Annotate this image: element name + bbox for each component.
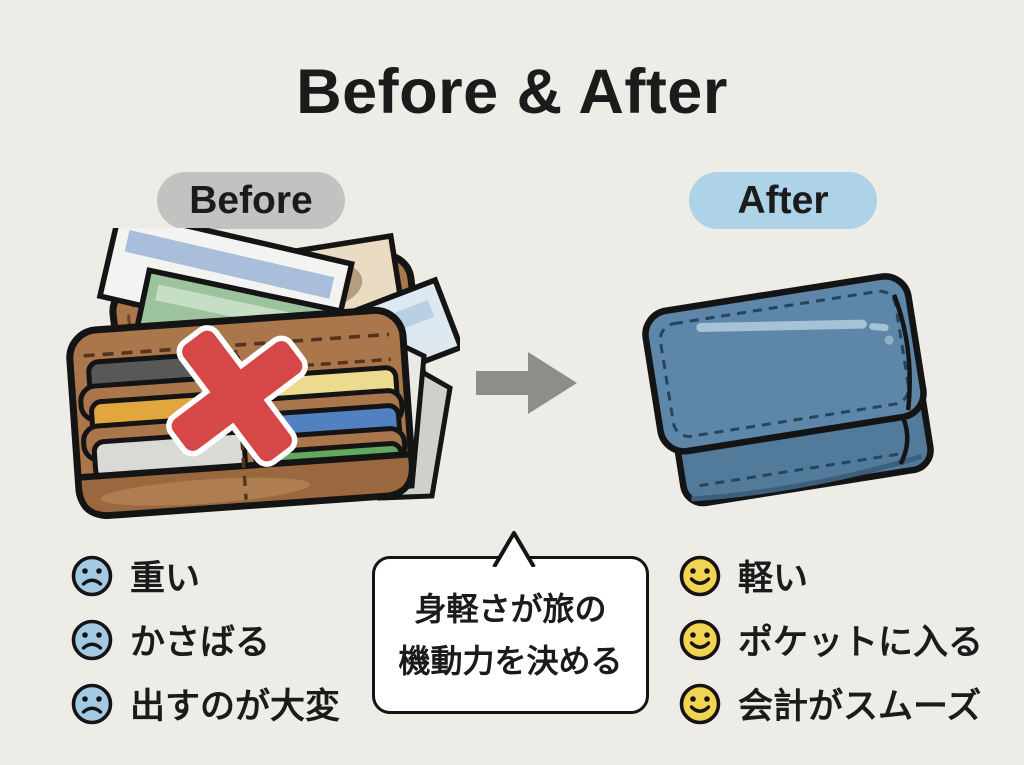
after-pros-list: 軽い ポケットに入る 会計がスムーズ [678,550,983,729]
sad-face-icon [71,683,113,724]
happy-face-icon [679,619,721,660]
list-item: かさばる [70,614,340,665]
before-cons-list: 重い かさばる 出すのが大変 [70,550,340,729]
speech-bubble-text: 身軽さが旅の 機動力を決める [375,559,646,711]
happy-face-icon [679,555,721,596]
before-wallet-illustration [50,207,465,523]
list-item: 出すのが大変 [70,678,340,729]
happy-face-icon [679,683,721,724]
bubble-line-2: 機動力を決める [398,642,623,679]
right-arrow-icon [476,352,577,414]
before-label: Before [189,178,313,222]
list-item: 会計がスムーズ [678,678,983,729]
pro-label: 会計がスムーズ [738,687,982,726]
list-item: 軽い [678,550,983,601]
after-label-pill: After [689,172,877,229]
con-label: 出すのが大変 [130,687,341,726]
after-wallet-illustration [640,272,945,510]
sad-face-icon [71,619,113,660]
pro-label: ポケットに入る [738,623,984,662]
page-title: Before & After [296,57,728,127]
pro-label: 軽い [738,559,809,598]
speech-bubble-tail [492,531,536,567]
compact-wallet-icon [642,273,934,507]
speech-bubble: 身軽さが旅の 機動力を決める [372,531,649,714]
after-label: After [737,178,829,222]
red-x-icon [166,325,308,467]
con-label: かさばる [130,623,271,662]
transition-arrow [476,347,577,419]
list-item: ポケットに入る [678,614,983,665]
sad-face-icon [71,555,113,596]
bubble-line-1: 身軽さが旅の [414,591,607,628]
list-item: 重い [70,550,340,601]
con-label: 重い [130,559,201,598]
before-label-pill: Before [157,172,345,229]
stuffed-wallet-icon [66,207,465,519]
